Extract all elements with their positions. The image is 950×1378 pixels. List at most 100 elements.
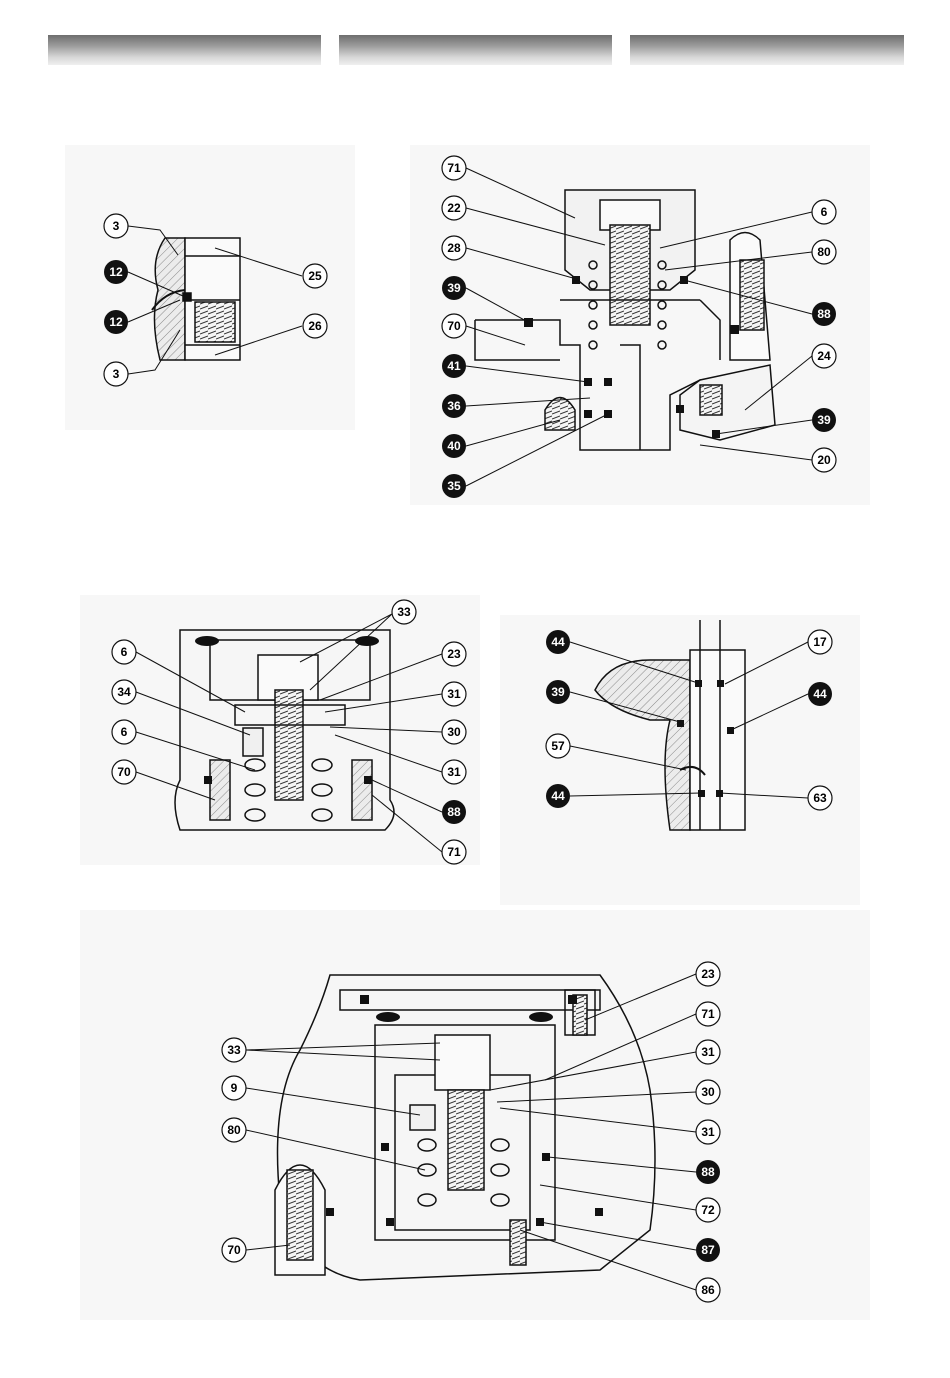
- callout-88: 88: [696, 1160, 720, 1184]
- callout-41: 41: [442, 354, 466, 378]
- svg-text:41: 41: [447, 359, 461, 373]
- svg-text:57: 57: [551, 739, 565, 753]
- callout-88: 88: [812, 302, 836, 326]
- svg-text:44: 44: [813, 687, 827, 701]
- callout-33: 33: [392, 600, 416, 624]
- svg-text:86: 86: [701, 1283, 715, 1297]
- svg-text:35: 35: [447, 479, 461, 493]
- svg-text:70: 70: [117, 765, 131, 779]
- figure-2-drawing: [475, 190, 775, 450]
- callout-30: 30: [442, 720, 466, 744]
- callout-6: 6: [112, 640, 136, 664]
- callout-88: 88: [442, 800, 466, 824]
- svg-text:87: 87: [701, 1243, 715, 1257]
- svg-text:72: 72: [701, 1203, 715, 1217]
- svg-text:33: 33: [397, 605, 411, 619]
- callout-26: 26: [303, 314, 327, 338]
- callout-44: 44: [546, 784, 570, 808]
- callout-12: 12: [104, 310, 128, 334]
- callout-71: 71: [696, 1002, 720, 1026]
- svg-text:88: 88: [701, 1165, 715, 1179]
- svg-text:70: 70: [447, 319, 461, 333]
- svg-text:3: 3: [113, 219, 120, 233]
- svg-text:6: 6: [821, 205, 828, 219]
- figure-3-drawing: [175, 630, 394, 830]
- svg-text:31: 31: [447, 765, 461, 779]
- svg-text:33: 33: [227, 1043, 241, 1057]
- svg-text:36: 36: [447, 399, 461, 413]
- svg-text:71: 71: [447, 845, 461, 859]
- callout-31: 31: [442, 682, 466, 706]
- callout-71: 71: [442, 156, 466, 180]
- svg-text:40: 40: [447, 439, 461, 453]
- callout-33: 33: [222, 1038, 246, 1062]
- callout-35: 35: [442, 474, 466, 498]
- callout-17: 17: [808, 630, 832, 654]
- callout-6: 6: [112, 720, 136, 744]
- callout-6: 6: [812, 200, 836, 224]
- svg-text:6: 6: [121, 725, 128, 739]
- callout-70: 70: [222, 1238, 246, 1262]
- svg-text:26: 26: [308, 319, 322, 333]
- svg-text:39: 39: [447, 281, 461, 295]
- svg-text:30: 30: [447, 725, 461, 739]
- svg-text:71: 71: [447, 161, 461, 175]
- callout-80: 80: [222, 1118, 246, 1142]
- callout-63: 63: [808, 786, 832, 810]
- callout-70: 70: [442, 314, 466, 338]
- callout-31: 31: [696, 1040, 720, 1064]
- svg-text:31: 31: [701, 1045, 715, 1059]
- callout-40: 40: [442, 434, 466, 458]
- svg-text:12: 12: [109, 265, 123, 279]
- svg-text:31: 31: [447, 687, 461, 701]
- svg-text:63: 63: [813, 791, 827, 805]
- callout-39: 39: [812, 408, 836, 432]
- callout-20: 20: [812, 448, 836, 472]
- svg-text:3: 3: [113, 367, 120, 381]
- svg-text:9: 9: [231, 1081, 238, 1095]
- callout-80: 80: [812, 240, 836, 264]
- callout-39: 39: [442, 276, 466, 300]
- figure-4-drawing: [595, 620, 745, 830]
- callout-44: 44: [546, 630, 570, 654]
- callout-71: 71: [442, 840, 466, 864]
- callout-3: 3: [104, 362, 128, 386]
- callout-23: 23: [442, 642, 466, 666]
- callout-87: 87: [696, 1238, 720, 1262]
- callout-30: 30: [696, 1080, 720, 1104]
- callout-24: 24: [812, 344, 836, 368]
- callout-31: 31: [442, 760, 466, 784]
- svg-text:88: 88: [817, 307, 831, 321]
- svg-text:44: 44: [551, 635, 565, 649]
- callout-12: 12: [104, 260, 128, 284]
- svg-text:20: 20: [817, 453, 831, 467]
- svg-text:12: 12: [109, 315, 123, 329]
- callout-70: 70: [112, 760, 136, 784]
- callout-28: 28: [442, 236, 466, 260]
- figure-5-drawing: [275, 975, 655, 1280]
- svg-text:80: 80: [227, 1123, 241, 1137]
- svg-text:24: 24: [817, 349, 831, 363]
- svg-text:28: 28: [447, 241, 461, 255]
- callout-22: 22: [442, 196, 466, 220]
- svg-text:25: 25: [308, 269, 322, 283]
- svg-text:44: 44: [551, 789, 565, 803]
- callout-57: 57: [546, 734, 570, 758]
- callout-44: 44: [808, 682, 832, 706]
- callout-34: 34: [112, 680, 136, 704]
- callout-39: 39: [546, 680, 570, 704]
- svg-text:34: 34: [117, 685, 131, 699]
- svg-text:39: 39: [817, 413, 831, 427]
- svg-text:71: 71: [701, 1007, 715, 1021]
- callout-23: 23: [696, 962, 720, 986]
- callout-86: 86: [696, 1278, 720, 1302]
- svg-text:88: 88: [447, 805, 461, 819]
- svg-text:31: 31: [701, 1125, 715, 1139]
- svg-text:23: 23: [701, 967, 715, 981]
- svg-text:39: 39: [551, 685, 565, 699]
- callout-9: 9: [222, 1076, 246, 1100]
- svg-text:6: 6: [121, 645, 128, 659]
- svg-text:22: 22: [447, 201, 461, 215]
- callout-31: 31: [696, 1120, 720, 1144]
